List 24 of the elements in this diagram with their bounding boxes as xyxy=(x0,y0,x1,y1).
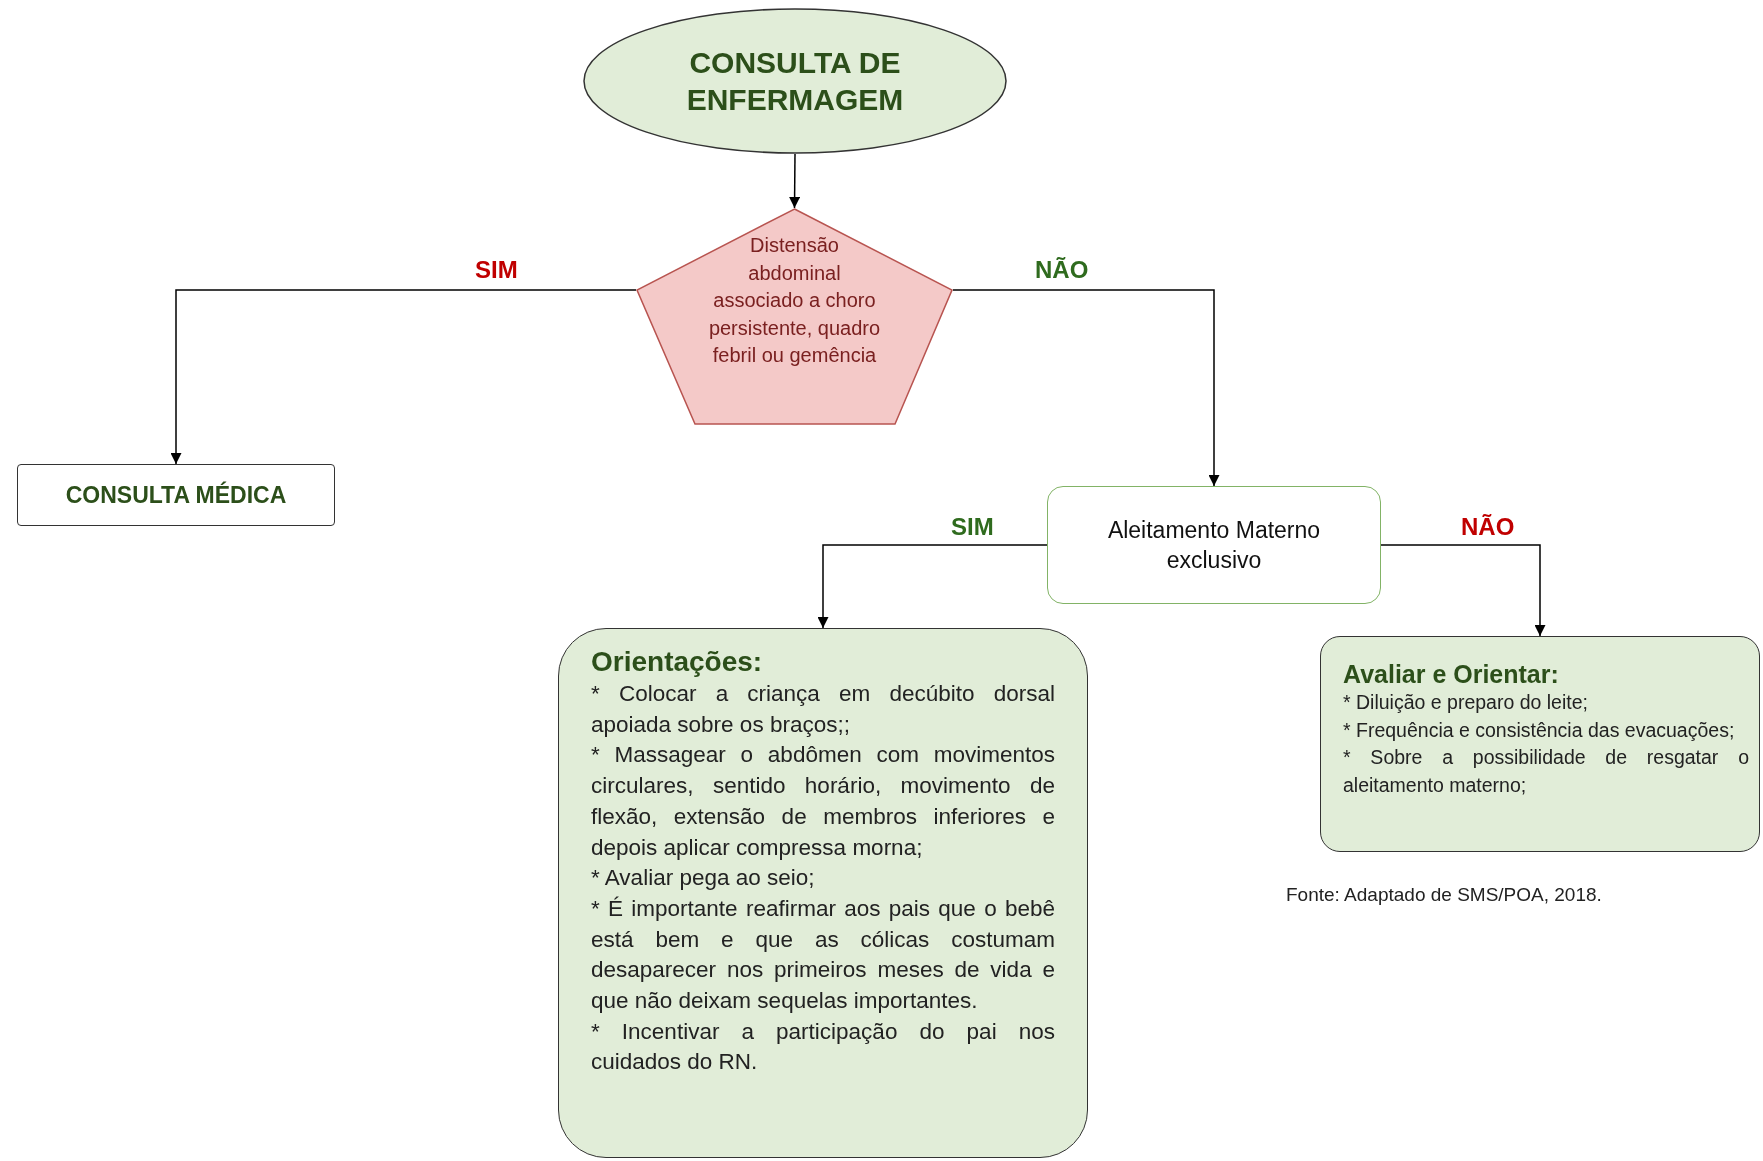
bullet-text: * Sobre a possibilidade de resgatar o aleitamento materno; xyxy=(1343,745,1749,798)
decision-box xyxy=(1047,486,1381,604)
bullet-text: * Frequência e consistência das evacuações; xyxy=(1343,717,1736,743)
card-heading: Avaliar e Orientar: xyxy=(1343,659,1560,689)
bullet-text: * É importante reafirmar aos pais que o bebê está bem e que as cólicas costumam desaparecer nos primeiros meses de vida e que não deixam sequelas importantes. xyxy=(591,894,1055,1016)
decision-text: Distensão abdominal associado a choro persistente, quadro febril ou gemência xyxy=(707,233,882,368)
node-title: CONSULTA DE ENFERMAGEM xyxy=(685,45,905,118)
info-card xyxy=(558,628,1088,1158)
arrow xyxy=(952,289,1220,487)
source-note: Fonte: Adaptado de SMS/POA, 2018. xyxy=(1286,884,1602,906)
info-card xyxy=(1320,636,1760,852)
bullet-text: * Diluição e preparo do leite; xyxy=(1343,690,1589,715)
arrow xyxy=(1380,544,1546,637)
bullet-text: * Massagear o abdômen com movimentos circulares, sentido horário, movimento de flexão, extensão de membros inferiores e depois aplicar compressa morna; xyxy=(591,741,1055,862)
bullet-text: * Avaliar pega ao seio; xyxy=(591,864,816,893)
box-label: CONSULTA MÉDICA xyxy=(65,481,287,509)
arrow xyxy=(170,289,637,465)
arrow xyxy=(817,544,1048,629)
card-heading: Orientações: xyxy=(591,645,764,679)
process-box xyxy=(17,464,335,526)
box-label: Aleitamento Materno exclusivo xyxy=(1106,516,1322,575)
bullet-text: * Incentivar a participação do pai nos cuidados do RN. xyxy=(591,1017,1055,1077)
bullet-text: * Colocar a criança em decúbito dorsal apoiada sobre os braços;; xyxy=(591,680,1055,739)
arrow xyxy=(789,153,801,209)
